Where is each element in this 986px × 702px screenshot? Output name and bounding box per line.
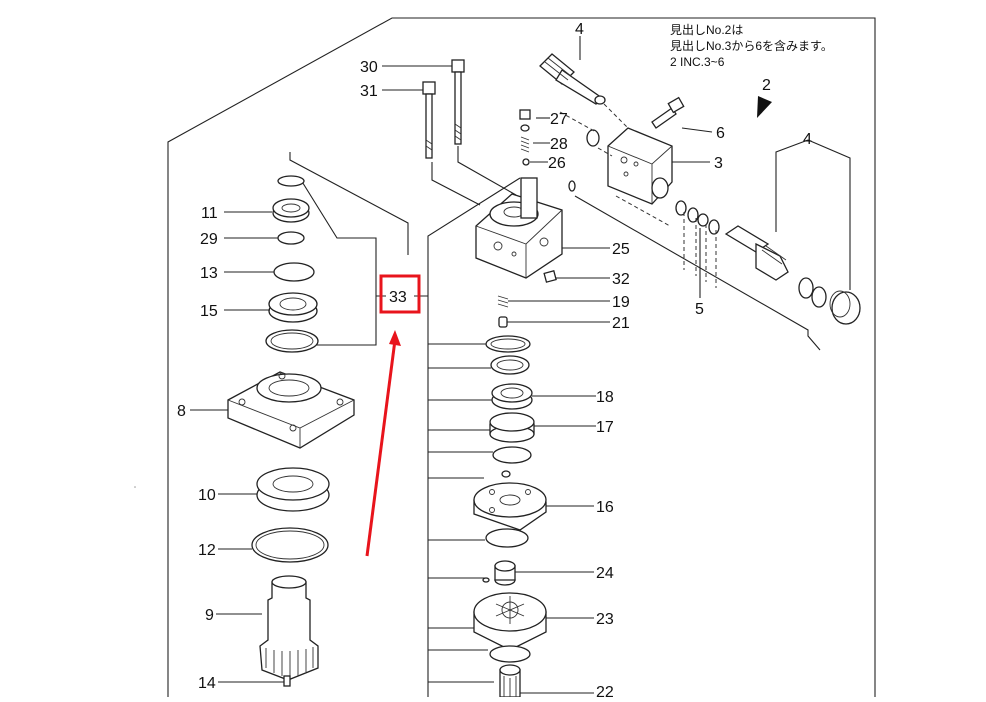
part-ring-top bbox=[277, 175, 305, 187]
callout-25: 25 bbox=[612, 241, 630, 258]
part-12-ring bbox=[251, 527, 329, 563]
callout-26: 26 bbox=[548, 155, 566, 172]
callout-11: 11 bbox=[201, 205, 218, 222]
callout-23: 23 bbox=[596, 611, 614, 628]
part-14-pin bbox=[283, 675, 291, 687]
part-27-plug bbox=[519, 109, 531, 120]
part-oring-b bbox=[490, 355, 530, 375]
callout-15: 15 bbox=[200, 303, 218, 320]
callout-2: 2 bbox=[762, 77, 771, 94]
part-24-gear bbox=[482, 560, 516, 586]
callout-27: 27 bbox=[550, 111, 568, 128]
bracket-5-dash bbox=[683, 212, 717, 288]
part-10-bearing bbox=[256, 467, 330, 512]
highlight-33: 33 bbox=[376, 274, 428, 314]
callout-12: 12 bbox=[198, 542, 216, 559]
callout-31: 31 bbox=[360, 83, 378, 100]
part-8-housing bbox=[227, 371, 355, 449]
part-oring-a bbox=[485, 335, 531, 353]
callout-16: 16 bbox=[596, 499, 614, 516]
callout-8: 8 bbox=[177, 403, 186, 420]
center-column-ticks bbox=[428, 343, 494, 683]
callout-19: 19 bbox=[612, 294, 630, 311]
note-line-3: 2 INC.3~6 bbox=[670, 55, 725, 69]
part-22-shaft bbox=[499, 664, 521, 698]
callout-10: 10 bbox=[198, 487, 216, 504]
view-arrow-2: 2 bbox=[757, 77, 772, 118]
stray-dot bbox=[134, 486, 136, 488]
frame-outline bbox=[167, 17, 876, 697]
callout-24: 24 bbox=[596, 565, 614, 582]
part-29-snap-ring bbox=[277, 231, 305, 245]
part-oring-4b bbox=[798, 277, 827, 308]
callout-9: 9 bbox=[205, 607, 214, 624]
callout-18: 18 bbox=[596, 389, 614, 406]
part-32-plug bbox=[543, 270, 557, 283]
pointer-arrow bbox=[365, 330, 401, 557]
bracket-4b bbox=[775, 139, 851, 290]
callout-5: 5 bbox=[695, 301, 704, 318]
part-4-valve-upper bbox=[539, 53, 606, 105]
highlight-box bbox=[379, 274, 421, 314]
callout-17: 17 bbox=[596, 419, 614, 436]
part-28-spring bbox=[520, 124, 530, 153]
part-16-plate bbox=[473, 470, 547, 548]
callout-29: 29 bbox=[200, 231, 218, 248]
part-6-bolt bbox=[651, 96, 685, 129]
part-25-valve-body bbox=[475, 177, 563, 279]
right-dash-lines bbox=[559, 111, 671, 227]
callout-30: 30 bbox=[360, 59, 378, 76]
leader-lines bbox=[190, 36, 713, 694]
part-13-snap-ring bbox=[273, 262, 315, 282]
callout-22: 22 bbox=[596, 684, 614, 697]
group-bracket-left bbox=[300, 179, 377, 346]
callout-14: 14 bbox=[198, 675, 216, 692]
part-3-block bbox=[607, 127, 673, 205]
callout-21: 21 bbox=[612, 315, 630, 332]
callout-28: 28 bbox=[550, 136, 568, 153]
note-line-2: 見出しNo.3から6を含みます。 bbox=[670, 38, 833, 53]
part-19-spring bbox=[497, 295, 509, 308]
right-assembly-line bbox=[574, 195, 821, 351]
part-17-plate bbox=[489, 412, 535, 464]
center-column-line bbox=[427, 177, 521, 697]
part-5-orings bbox=[675, 200, 720, 235]
part-oring-4a bbox=[586, 129, 600, 147]
part-oring-small bbox=[568, 180, 576, 192]
part-15-seal bbox=[268, 292, 318, 323]
part-4-valve-lower bbox=[724, 225, 789, 281]
bolt30-leader-path bbox=[457, 146, 517, 196]
part-31-bolt bbox=[422, 81, 436, 159]
callout-3: 3 bbox=[714, 155, 723, 172]
part-23-carrier bbox=[473, 592, 547, 663]
part-30-bolt bbox=[451, 59, 465, 145]
part-oring-15 bbox=[265, 329, 319, 353]
part-9-pinion-shaft bbox=[259, 575, 319, 681]
part-18-bearing bbox=[491, 383, 533, 410]
part-21-pin bbox=[498, 316, 508, 328]
part-26-ball bbox=[522, 158, 530, 166]
callouts: 4 30 31 27 28 26 6 3 4 11 29 13 15 25 32… bbox=[177, 21, 812, 701]
callout-33: 33 bbox=[389, 289, 407, 306]
callout-4-upper: 4 bbox=[575, 21, 584, 38]
part-11-bearing bbox=[272, 198, 310, 223]
part-cap bbox=[829, 290, 861, 325]
callout-32: 32 bbox=[612, 271, 630, 288]
callout-13: 13 bbox=[200, 265, 218, 282]
group-bracket-top bbox=[289, 152, 409, 240]
callout-4-lower: 4 bbox=[803, 131, 812, 148]
heading-note: 見出しNo.2は 見出しNo.3から6を含みます。 2 INC.3~6 bbox=[670, 23, 833, 69]
note-line-1: 見出しNo.2は bbox=[670, 23, 743, 37]
bolt31-leader-path bbox=[431, 162, 481, 206]
callout-6: 6 bbox=[716, 125, 725, 142]
